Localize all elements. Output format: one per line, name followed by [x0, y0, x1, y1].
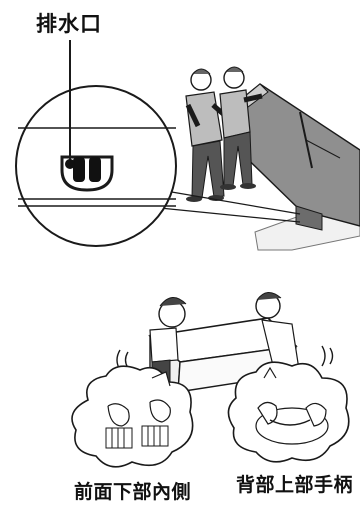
carrying-fridge-scene	[72, 292, 349, 466]
tilting-fridge-scene	[186, 67, 360, 250]
back-top-handle-caption: 背部上部手柄	[236, 470, 353, 497]
front-underside-caption: 前面下部內側	[74, 477, 191, 504]
drain-outlet-label: 排水口	[36, 8, 102, 38]
grip-detail-back-top-handle	[228, 362, 348, 462]
